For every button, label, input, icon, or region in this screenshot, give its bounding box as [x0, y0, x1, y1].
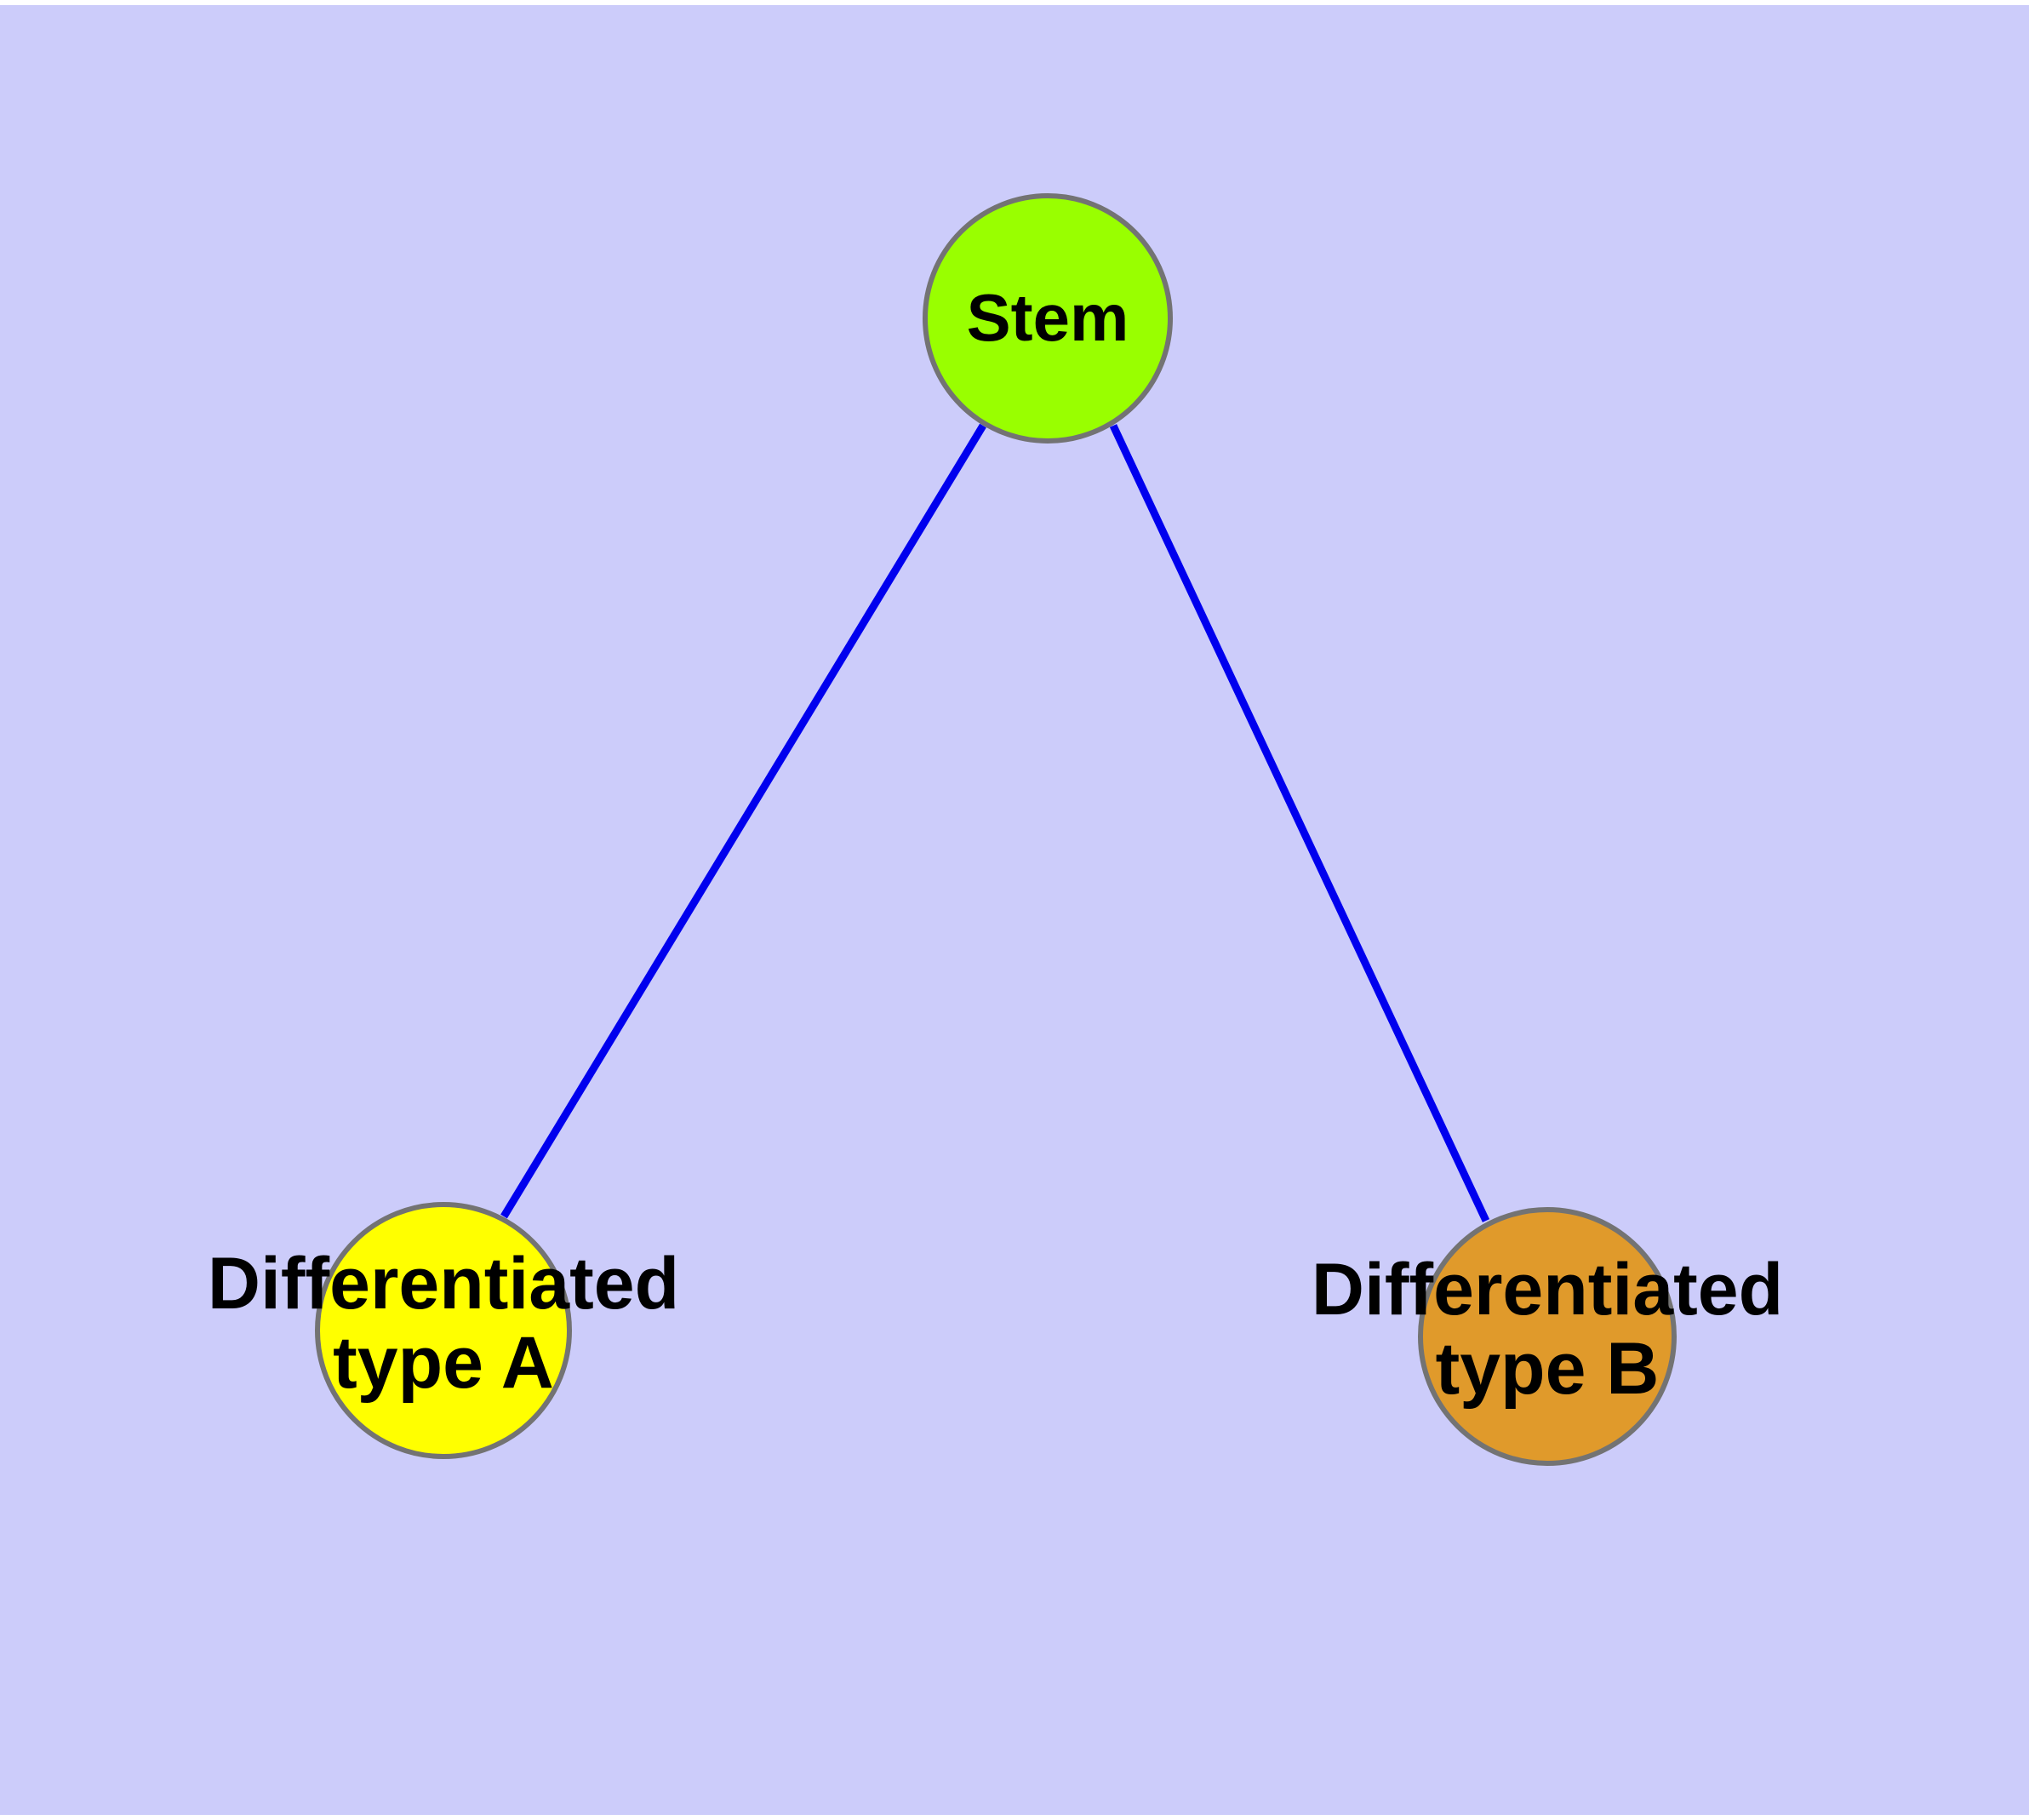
node-differentiated-type-a[interactable]	[315, 1202, 572, 1459]
edge-stem-to-differentiated-type-a	[500, 423, 986, 1219]
edge-layer	[500, 423, 1490, 1222]
node-stem[interactable]	[923, 193, 1173, 444]
node-layer	[315, 193, 1677, 1466]
node-differentiated-type-b[interactable]	[1418, 1207, 1677, 1466]
edge-stem-to-differentiated-type-b	[1109, 424, 1490, 1222]
